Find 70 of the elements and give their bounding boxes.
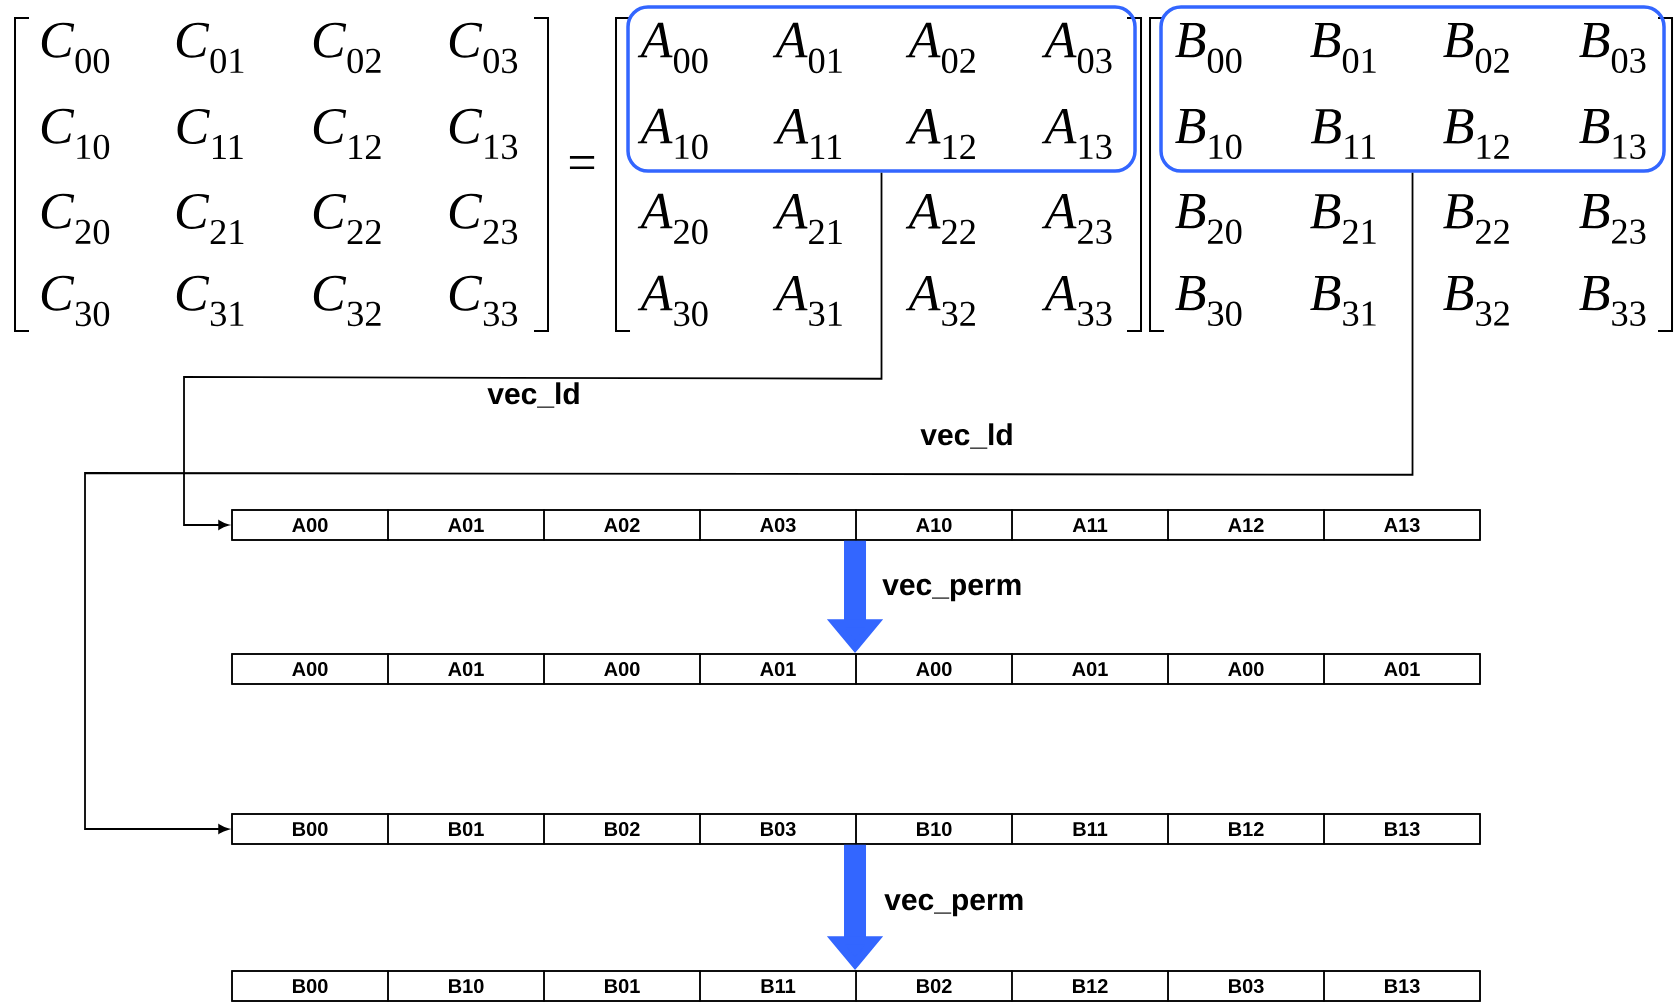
register-cell: B13: [1323, 813, 1481, 845]
matrix-entry: B$_{31}$: [1310, 276, 1376, 326]
matrix-entry: A$_{23}$: [1041, 193, 1112, 245]
edge-label: vec_perm: [882, 891, 1027, 919]
matrix-entry: B$_{20}$: [1175, 194, 1242, 245]
matrix-entry: B$_{32}$: [1443, 276, 1509, 326]
register-cell: A10: [855, 509, 1013, 541]
register-cell: B11: [699, 970, 857, 1002]
register-cell: B03: [1167, 970, 1325, 1002]
register-cell: B03: [699, 813, 857, 845]
highlight-box: B$_{00}$ B$_{01}$ B$_{02}$ B$_{03}$ B$_{10}$ B$_{11}$ B$_{12}$ B$_{13}$: [1159, 5, 1666, 173]
matrix-entry: A$_{21}$: [772, 194, 842, 244]
matrix-entry: B$_{22}$: [1443, 194, 1509, 244]
register-cell: A03: [699, 509, 857, 541]
register-cell: B11: [1011, 813, 1169, 845]
register-cell: B00: [231, 813, 389, 845]
register-cell: A01: [387, 653, 545, 685]
edge-label: vec_ld: [485, 380, 583, 410]
register-cell: B02: [855, 970, 1013, 1002]
matrix-entry: C$_{03}$: [449, 22, 518, 74]
register-cell: A00: [231, 509, 389, 541]
matrix-entry: C$_{23}$: [449, 193, 518, 245]
register-cell: A01: [699, 653, 857, 685]
matrix-entry: B$_{21}$: [1310, 194, 1376, 244]
matrix-entry: C$_{00}$: [41, 22, 110, 74]
edge-label: vec_ld: [918, 421, 1016, 451]
matrix-entry: C$_{33}$: [449, 275, 518, 327]
connector-line: [183, 171, 883, 530]
register-cell: A00: [543, 653, 701, 685]
matrix-entry: A$_{33}$: [1041, 275, 1112, 327]
register-cell: B13: [1323, 970, 1481, 1002]
register-cell: B02: [543, 813, 701, 845]
matrix-entry: A$_{32}$: [905, 275, 975, 327]
register-cell: A01: [1011, 653, 1169, 685]
register-cell: B10: [387, 970, 545, 1002]
register-cell: A00: [1167, 653, 1325, 685]
matrix-entry: B$_{33}$: [1579, 276, 1646, 326]
matrix-entry: B$_{30}$: [1175, 276, 1242, 327]
register-cell: B10: [855, 813, 1013, 845]
register-cell: A01: [1323, 653, 1481, 685]
register-cell: B01: [387, 813, 545, 845]
register-cell: B12: [1167, 813, 1325, 845]
register-cell: A01: [387, 509, 545, 541]
matrix-entry: C$_{02}$: [313, 22, 381, 74]
matrix-entry: C$_{30}$: [41, 275, 110, 327]
matrix-entry: A$_{30}$: [637, 275, 708, 327]
register-cell: B01: [543, 970, 701, 1002]
connector-line: [84, 171, 1414, 834]
matrix-entry: A$_{31}$: [772, 275, 842, 327]
register-cell: A00: [855, 653, 1013, 685]
matrix-entry: C$_{21}$: [176, 194, 244, 244]
matrix-entry: A$_{22}$: [905, 194, 975, 244]
register-cell: A13: [1323, 509, 1481, 541]
register-cell: A12: [1167, 509, 1325, 541]
matrix-entry: C$_{31}$: [176, 275, 244, 327]
edge-label: vec_perm: [880, 576, 1025, 604]
matrix-entry: C$_{10}$: [41, 108, 110, 160]
highlight-box: A$_{00}$ A$_{01}$ A$_{02}$ A$_{03}$ A$_{10}$ A$_{11}$ A$_{12}$ A$_{13}$: [626, 5, 1137, 173]
matrix-entry: C$_{11}$: [177, 109, 243, 159]
matrix-entry: C$_{12}$: [313, 109, 381, 159]
matrix-entry: C$_{01}$: [176, 22, 244, 74]
matrix-entry: C$_{13}$: [449, 108, 518, 160]
matrix-entry: C$_{22}$: [313, 194, 381, 244]
register-cell: A11: [1011, 509, 1169, 541]
matrix-entry: C$_{32}$: [313, 275, 381, 327]
register-cell: A00: [231, 653, 389, 685]
register-cell: B12: [1011, 970, 1169, 1002]
register-cell: B00: [231, 970, 389, 1002]
matrix-entry: C$_{20}$: [41, 193, 110, 245]
register-cell: A02: [543, 509, 701, 541]
